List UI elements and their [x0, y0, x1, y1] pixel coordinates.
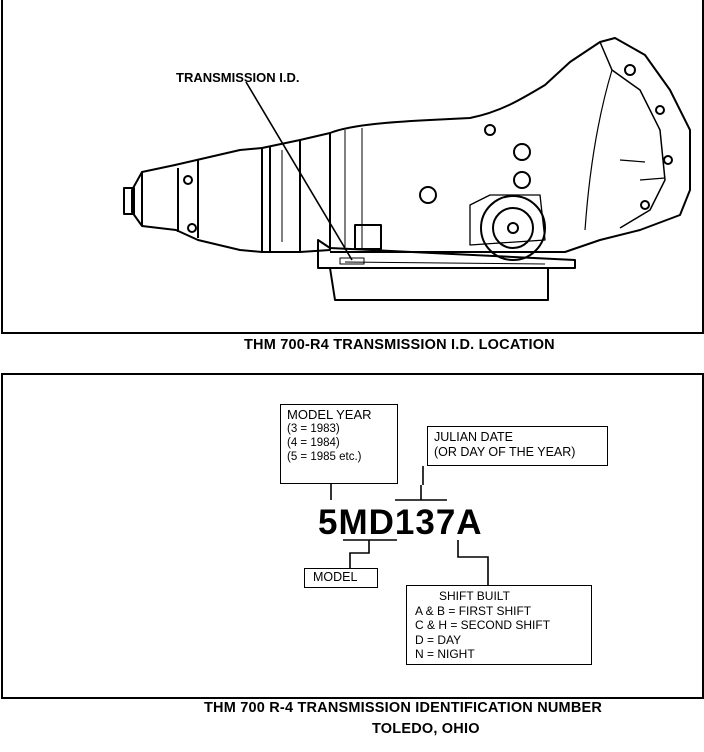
- main-case: [329, 37, 691, 253]
- shift-built-title: SHIFT BUILT: [439, 589, 510, 603]
- julian-date-line: JULIAN DATE: [434, 430, 513, 444]
- tail-housing: [123, 147, 263, 253]
- model-year-line: (5 = 1985 etc.): [287, 451, 362, 463]
- identification-number-panel: [1, 373, 704, 699]
- code-connectors: [330, 466, 489, 585]
- shift-built-line: N = NIGHT: [415, 647, 475, 661]
- model-year-line: (4 = 1984): [287, 437, 340, 449]
- id-leader-line: [245, 81, 353, 261]
- model-box: MODEL: [304, 568, 378, 588]
- shift-built-line: C & H = SECOND SHIFT: [415, 618, 551, 632]
- model-year-title: MODEL YEAR: [287, 407, 372, 422]
- shift-built-line: D = DAY: [415, 632, 462, 647]
- plant-caption: TOLEDO, OHIO: [372, 721, 480, 737]
- identification-caption: THM 700 R-4 TRANSMISSION IDENTIFICATION …: [204, 700, 603, 716]
- servo-cover: [419, 186, 546, 261]
- model-year-box: MODEL YEAR (3 = 1983) (4 = 1984) (5 = 19…: [280, 404, 398, 484]
- shift-built-box: SHIFT BUILT A & B = FIRST SHIFT C & H = …: [406, 585, 592, 665]
- transmission-id-callout: TRANSMISSION I.D.: [176, 70, 300, 85]
- transmission-location-panel: [1, 0, 704, 334]
- location-caption: THM 700-R4 TRANSMISSION I.D. LOCATION: [244, 337, 555, 353]
- model-year-line: (3 = 1983): [287, 423, 340, 435]
- extension-housing: [261, 132, 331, 253]
- model-label: MODEL: [313, 570, 358, 584]
- oil-pan: [317, 224, 576, 301]
- shift-built-line: A & B = FIRST SHIFT: [415, 603, 532, 618]
- identification-code: 5MD137A: [318, 503, 483, 542]
- julian-date-line: (OR DAY OF THE YEAR): [434, 445, 576, 459]
- julian-date-box: JULIAN DATE (OR DAY OF THE YEAR): [427, 426, 608, 466]
